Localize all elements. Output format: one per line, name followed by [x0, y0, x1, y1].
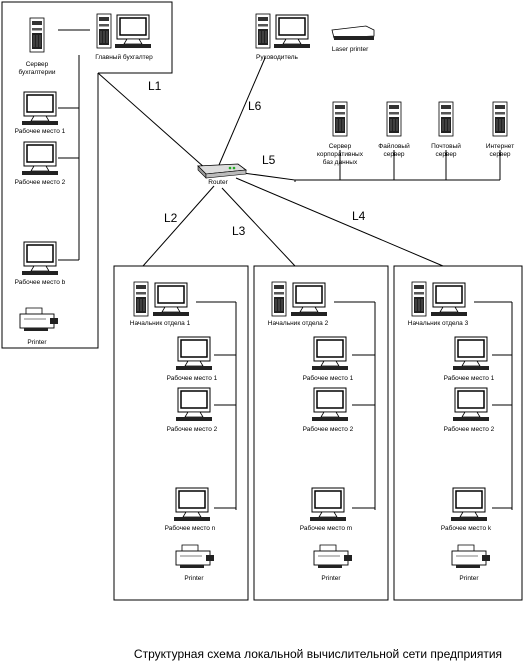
label-ws1: Рабочее место 1 — [15, 127, 66, 135]
svg-text:баз данных: баз данных — [323, 158, 358, 166]
label-l5: L5 — [262, 153, 276, 167]
label-l6: L6 — [248, 99, 262, 113]
svg-text:Файловый: Файловый — [378, 142, 410, 150]
svg-text:Printer: Printer — [321, 575, 341, 582]
diagram-caption: Структурная схема локальной вычислительн… — [134, 647, 502, 661]
link-l4 — [235, 177, 444, 267]
svg-text:корпоративных: корпоративных — [317, 151, 364, 158]
svg-text:Почтовый: Почтовый — [431, 142, 461, 150]
label-laser-printer: Laser printer — [332, 46, 369, 53]
group-accounting: Сервер бухгалтерии Главный бухгалтер Раб… — [1, 1, 173, 349]
department-3: Начальник отдела 3 Рабочее место 1 Рабоч… — [393, 265, 523, 601]
svg-text:сервер: сервер — [489, 151, 510, 158]
svg-text:Рабочее место 2: Рабочее место 2 — [167, 425, 218, 433]
label-server-accounting-1: Сервер — [26, 61, 49, 68]
glavbuh-tower — [96, 13, 112, 49]
router-icon: Router — [197, 163, 248, 186]
servers: Сервер корпоративных баз данных Файловый… — [317, 101, 514, 166]
label-router: Router — [208, 179, 228, 186]
svg-text:Рабочее место k: Рабочее место k — [441, 524, 492, 532]
svg-text:Рабочее место 1: Рабочее место 1 — [167, 374, 218, 382]
svg-text:Рабочее место 1: Рабочее место 1 — [444, 374, 495, 382]
glavbuh-monitor — [114, 14, 152, 49]
label-wsb: Рабочее место b — [15, 278, 66, 286]
link-l6 — [218, 57, 266, 166]
director: Руководитель Laser printer — [255, 13, 375, 61]
link-l1 — [97, 72, 215, 177]
printer-accounting — [19, 307, 59, 332]
svg-text:Интернет: Интернет — [486, 143, 514, 150]
label-l3: L3 — [232, 224, 246, 238]
label-printer-1: Printer — [27, 339, 47, 346]
label-dept2: Начальник отдела 2 — [268, 320, 329, 327]
label-glavbuh: Главный бухгалтер — [95, 53, 153, 61]
link-l3 — [221, 187, 296, 267]
department-2: Начальник отдела 2 Рабочее место 1 Рабоч… — [253, 265, 389, 601]
svg-text:Рабочее место 2: Рабочее место 2 — [303, 425, 354, 433]
svg-text:Рабочее место n: Рабочее место n — [165, 524, 216, 532]
label-server-accounting-2: бухгалтерии — [18, 68, 55, 76]
link-l2 — [142, 185, 215, 267]
laser-printer — [331, 25, 375, 41]
label-director: Руководитель — [256, 54, 298, 61]
department-1: Начальник отдела 1 Рабочее место 1 Рабоч… — [113, 265, 249, 601]
svg-text:Рабочее место 1: Рабочее место 1 — [303, 374, 354, 382]
workstation-1 — [21, 91, 59, 126]
label-ws2: Рабочее место 2 — [15, 178, 66, 186]
svg-text:Рабочее место m: Рабочее место m — [300, 524, 352, 532]
svg-text:сервер: сервер — [435, 151, 456, 158]
label-dept3: Начальник отдела 3 — [408, 320, 469, 327]
svg-text:Printer: Printer — [184, 575, 204, 582]
server-accounting — [29, 17, 45, 53]
connection-lines — [97, 57, 501, 267]
label-l2: L2 — [164, 211, 178, 225]
svg-text:Рабочее место 2: Рабочее место 2 — [444, 425, 495, 433]
workstation-b — [21, 241, 59, 276]
workstation-2 — [21, 141, 59, 176]
svg-text:сервер: сервер — [383, 151, 404, 158]
label-dept1: Начальник отдела 1 — [130, 320, 191, 327]
svg-text:Printer: Printer — [459, 575, 479, 582]
label-l1: L1 — [148, 79, 162, 93]
svg-text:Сервер: Сервер — [329, 143, 352, 150]
label-l4: L4 — [352, 209, 366, 223]
